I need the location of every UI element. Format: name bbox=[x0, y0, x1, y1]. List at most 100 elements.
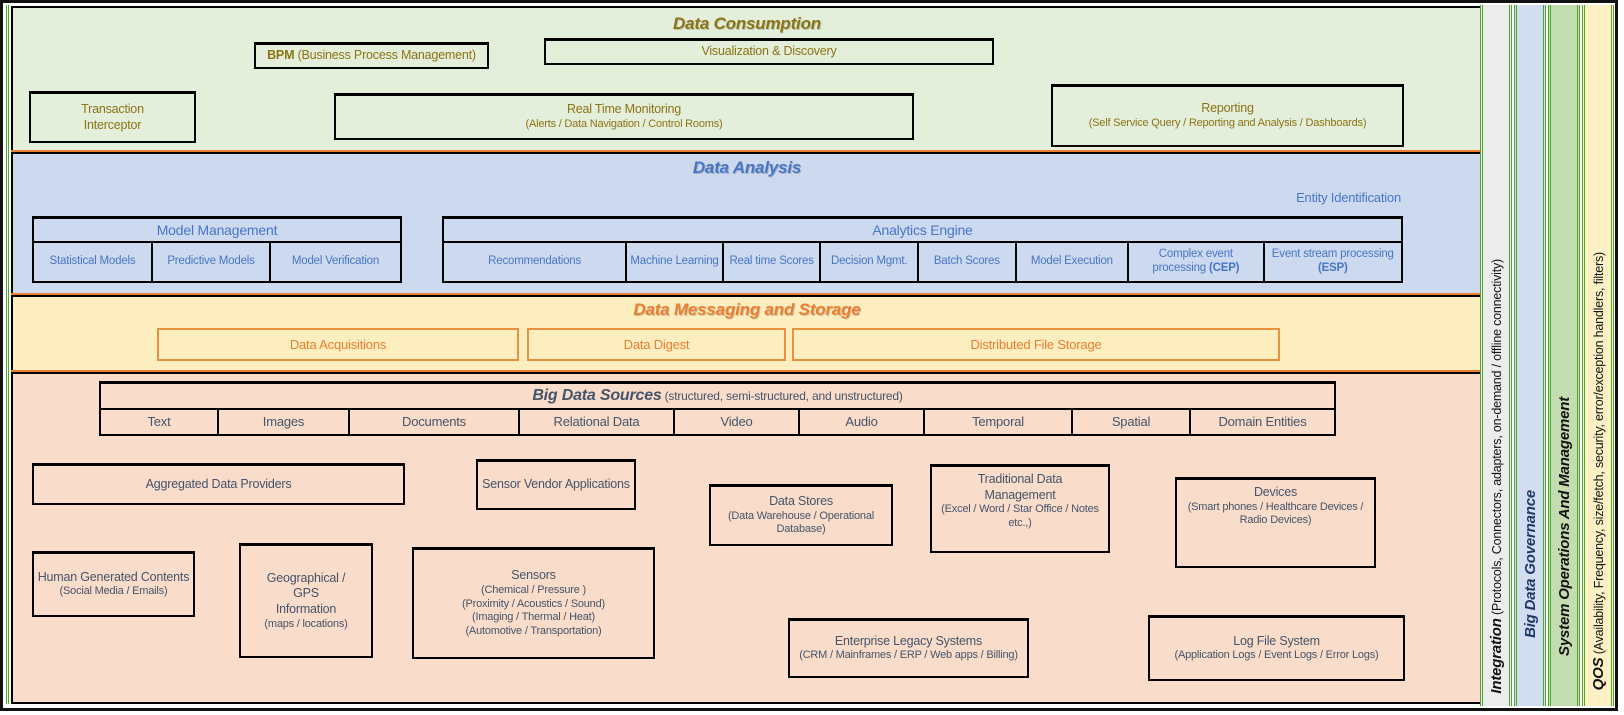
distributed-file-storage-box: Distributed File Storage bbox=[792, 328, 1280, 361]
analytics-cell-cep: Complex event processing (CEP) bbox=[1127, 243, 1262, 281]
sensors-sub1: (Chemical / Pressure ) bbox=[480, 583, 586, 596]
rail-system-operations: System Operations And Management bbox=[1548, 5, 1580, 706]
visualization-discovery-label: Visualization & Discovery bbox=[701, 44, 837, 59]
rail-qos: QOS (Availability, Frequency, size/fetch… bbox=[1582, 5, 1614, 706]
model-cell-predictive: Predictive Models bbox=[151, 243, 269, 281]
rail-qos-label: QOS (Availability, Frequency, size/fetch… bbox=[1589, 251, 1607, 690]
sensor-vendor-applications-box: Sensor Vendor Applications bbox=[476, 459, 636, 510]
sensors-sub2: (Proximity / Acoustics / Sound) bbox=[462, 597, 605, 610]
data-digest-box: Data Digest bbox=[527, 328, 786, 361]
transaction-interceptor-box: Transaction Interceptor bbox=[29, 91, 196, 143]
section-data-messaging-storage: Data Messaging and Storage Data Acquisit… bbox=[11, 295, 1483, 372]
analytics-engine-table: Analytics Engine Recommendations Machine… bbox=[442, 216, 1403, 283]
analytics-cell-batch-scores: Batch Scores bbox=[917, 243, 1015, 281]
model-cell-verification: Model Verification bbox=[269, 243, 400, 281]
analytics-engine-header: Analytics Engine bbox=[444, 219, 1401, 243]
data-digest-label: Data Digest bbox=[623, 337, 690, 352]
analytics-cell-recommendations: Recommendations bbox=[488, 255, 582, 268]
devices-sub: (Smart phones / Healthcare Devices / Rad… bbox=[1187, 500, 1364, 527]
analytics-engine-row: Recommendations Machine Learning Real ti… bbox=[444, 243, 1401, 281]
data-acquisitions-label: Data Acquisitions bbox=[289, 337, 387, 352]
logfile-sub: (Application Logs / Event Logs / Error L… bbox=[1174, 649, 1379, 662]
big-data-sources-header: Big Data Sources (structured, semi-struc… bbox=[101, 384, 1334, 410]
traditional-title-line1: Traditional Data bbox=[977, 472, 1063, 486]
sensors-sub3: (Imaging / Thermal / Heat) bbox=[472, 611, 595, 624]
sensors-title: Sensors bbox=[511, 568, 556, 583]
section-big-data-sources: Big Data Sources (structured, semi-struc… bbox=[11, 372, 1483, 704]
aggregated-data-providers-label: Aggregated Data Providers bbox=[145, 476, 292, 491]
rail-big-data-governance: Big Data Governance bbox=[1514, 5, 1546, 706]
source-type-spatial: Spatial bbox=[1071, 410, 1189, 434]
sensors-box: Sensors (Chemical / Pressure ) (Proximit… bbox=[412, 547, 655, 659]
traditional-title-line2: Management bbox=[984, 487, 1056, 502]
traditional-sub: (Excel / Word / Star Office / Notes etc.… bbox=[941, 503, 1099, 529]
entity-identification-label: Entity Identification bbox=[1296, 190, 1401, 205]
visualization-discovery-box: Visualization & Discovery bbox=[544, 38, 994, 65]
source-type-images: Images bbox=[217, 410, 348, 434]
source-type-temporal: Temporal bbox=[923, 410, 1071, 434]
diagram-layers: Data Consumption BPM (Business Process M… bbox=[11, 6, 1483, 704]
source-type-video: Video bbox=[673, 410, 798, 434]
traditional-data-management-box: Traditional Data Management (Excel / Wor… bbox=[930, 464, 1110, 553]
devices-title: Devices bbox=[1253, 485, 1298, 499]
source-type-text: Text bbox=[147, 414, 171, 430]
section-data-analysis: Data Analysis Entity Identification Mode… bbox=[11, 152, 1483, 295]
analytics-cell-real-time-scores: Real time Scores bbox=[721, 243, 820, 281]
geo-sub: (maps / locations) bbox=[264, 617, 348, 630]
rail-sysops-label: System Operations And Management bbox=[1555, 397, 1573, 656]
data-messaging-title: Data Messaging and Storage bbox=[633, 300, 861, 319]
legacy-title: Enterprise Legacy Systems bbox=[834, 633, 983, 648]
big-data-sources-table: Big Data Sources (structured, semi-struc… bbox=[99, 381, 1336, 436]
data-acquisitions-box: Data Acquisitions bbox=[157, 328, 519, 361]
real-time-monitoring-sub: (Alerts / Data Navigation / Control Room… bbox=[525, 117, 723, 130]
data-stores-sub: (Data Warehouse / Operational Database) bbox=[727, 509, 875, 536]
analytics-cell-decision-mgmt: Decision Mgmt. bbox=[819, 243, 917, 281]
analytics-cell-esp: Event stream processing (ESP) bbox=[1262, 243, 1401, 281]
distributed-file-storage-label: Distributed File Storage bbox=[970, 337, 1102, 352]
rail-integration: Integration (Protocols, Connectors, adap… bbox=[1480, 5, 1512, 706]
left-grid-rule bbox=[6, 5, 9, 704]
geo-title-line2: GPS bbox=[293, 586, 319, 601]
source-types-row: Text Images Documents Relational Data Vi… bbox=[101, 410, 1334, 434]
reporting-box: Reporting (Self Service Query / Reportin… bbox=[1051, 84, 1404, 147]
source-type-documents: Documents bbox=[348, 410, 518, 434]
analytics-cell-model-execution: Model Execution bbox=[1014, 243, 1128, 281]
devices-box: Devices (Smart phones / Healthcare Devic… bbox=[1175, 477, 1376, 568]
big-data-sources-subtitle: (structured, semi-structured, and unstru… bbox=[664, 389, 903, 403]
enterprise-legacy-systems-box: Enterprise Legacy Systems (CRM / Mainfra… bbox=[788, 618, 1029, 678]
rail-governance-label: Big Data Governance bbox=[1521, 490, 1539, 638]
human-generated-sub: (Social Media / Emails) bbox=[59, 585, 168, 598]
model-management-header: Model Management bbox=[34, 219, 400, 243]
human-generated-contents-box: Human Generated Contents (Social Media /… bbox=[32, 551, 195, 617]
vertical-rails: Integration (Protocols, Connectors, adap… bbox=[1480, 5, 1614, 706]
geo-title-line3: Information bbox=[275, 601, 337, 616]
source-type-domain-entities: Domain Entities bbox=[1189, 410, 1334, 434]
analytics-cell-machine-learning: Machine Learning bbox=[625, 243, 722, 281]
model-management-row: Statistical Models Predictive Models Mod… bbox=[34, 243, 400, 281]
transaction-line2: Interceptor bbox=[83, 117, 142, 132]
human-generated-title: Human Generated Contents bbox=[37, 569, 190, 584]
model-cell-statistical: Statistical Models bbox=[49, 255, 136, 268]
real-time-monitoring-box: Real Time Monitoring (Alerts / Data Navi… bbox=[334, 93, 914, 140]
aggregated-data-providers-box: Aggregated Data Providers bbox=[32, 463, 405, 505]
data-analysis-title: Data Analysis bbox=[692, 158, 802, 177]
sensor-vendor-applications-label: Sensor Vendor Applications bbox=[482, 477, 630, 492]
source-type-audio: Audio bbox=[798, 410, 923, 434]
bpm-label: BPM (Business Process Management) bbox=[267, 48, 476, 63]
data-stores-box: Data Stores (Data Warehouse / Operationa… bbox=[709, 484, 893, 546]
reporting-sub: (Self Service Query / Reporting and Anal… bbox=[1088, 116, 1367, 129]
transaction-line1: Transaction bbox=[81, 101, 144, 116]
section-data-consumption: Data Consumption BPM (Business Process M… bbox=[11, 6, 1483, 152]
reporting-title: Reporting bbox=[1201, 101, 1254, 116]
legacy-sub: (CRM / Mainframes / ERP / Web apps / Bil… bbox=[799, 649, 1018, 662]
geographical-gps-box: Geographical / GPS Information (maps / l… bbox=[239, 543, 373, 658]
source-type-relational: Relational Data bbox=[518, 410, 673, 434]
data-stores-title: Data Stores bbox=[769, 493, 833, 508]
logfile-title: Log File System bbox=[1233, 633, 1320, 648]
big-data-sources-title: Big Data Sources bbox=[532, 387, 662, 404]
log-file-system-box: Log File System (Application Logs / Even… bbox=[1148, 615, 1405, 681]
geo-title-line1: Geographical / bbox=[266, 570, 346, 585]
data-consumption-title: Data Consumption bbox=[673, 14, 821, 33]
sensors-sub4: (Automotive / Transportation) bbox=[465, 625, 602, 638]
